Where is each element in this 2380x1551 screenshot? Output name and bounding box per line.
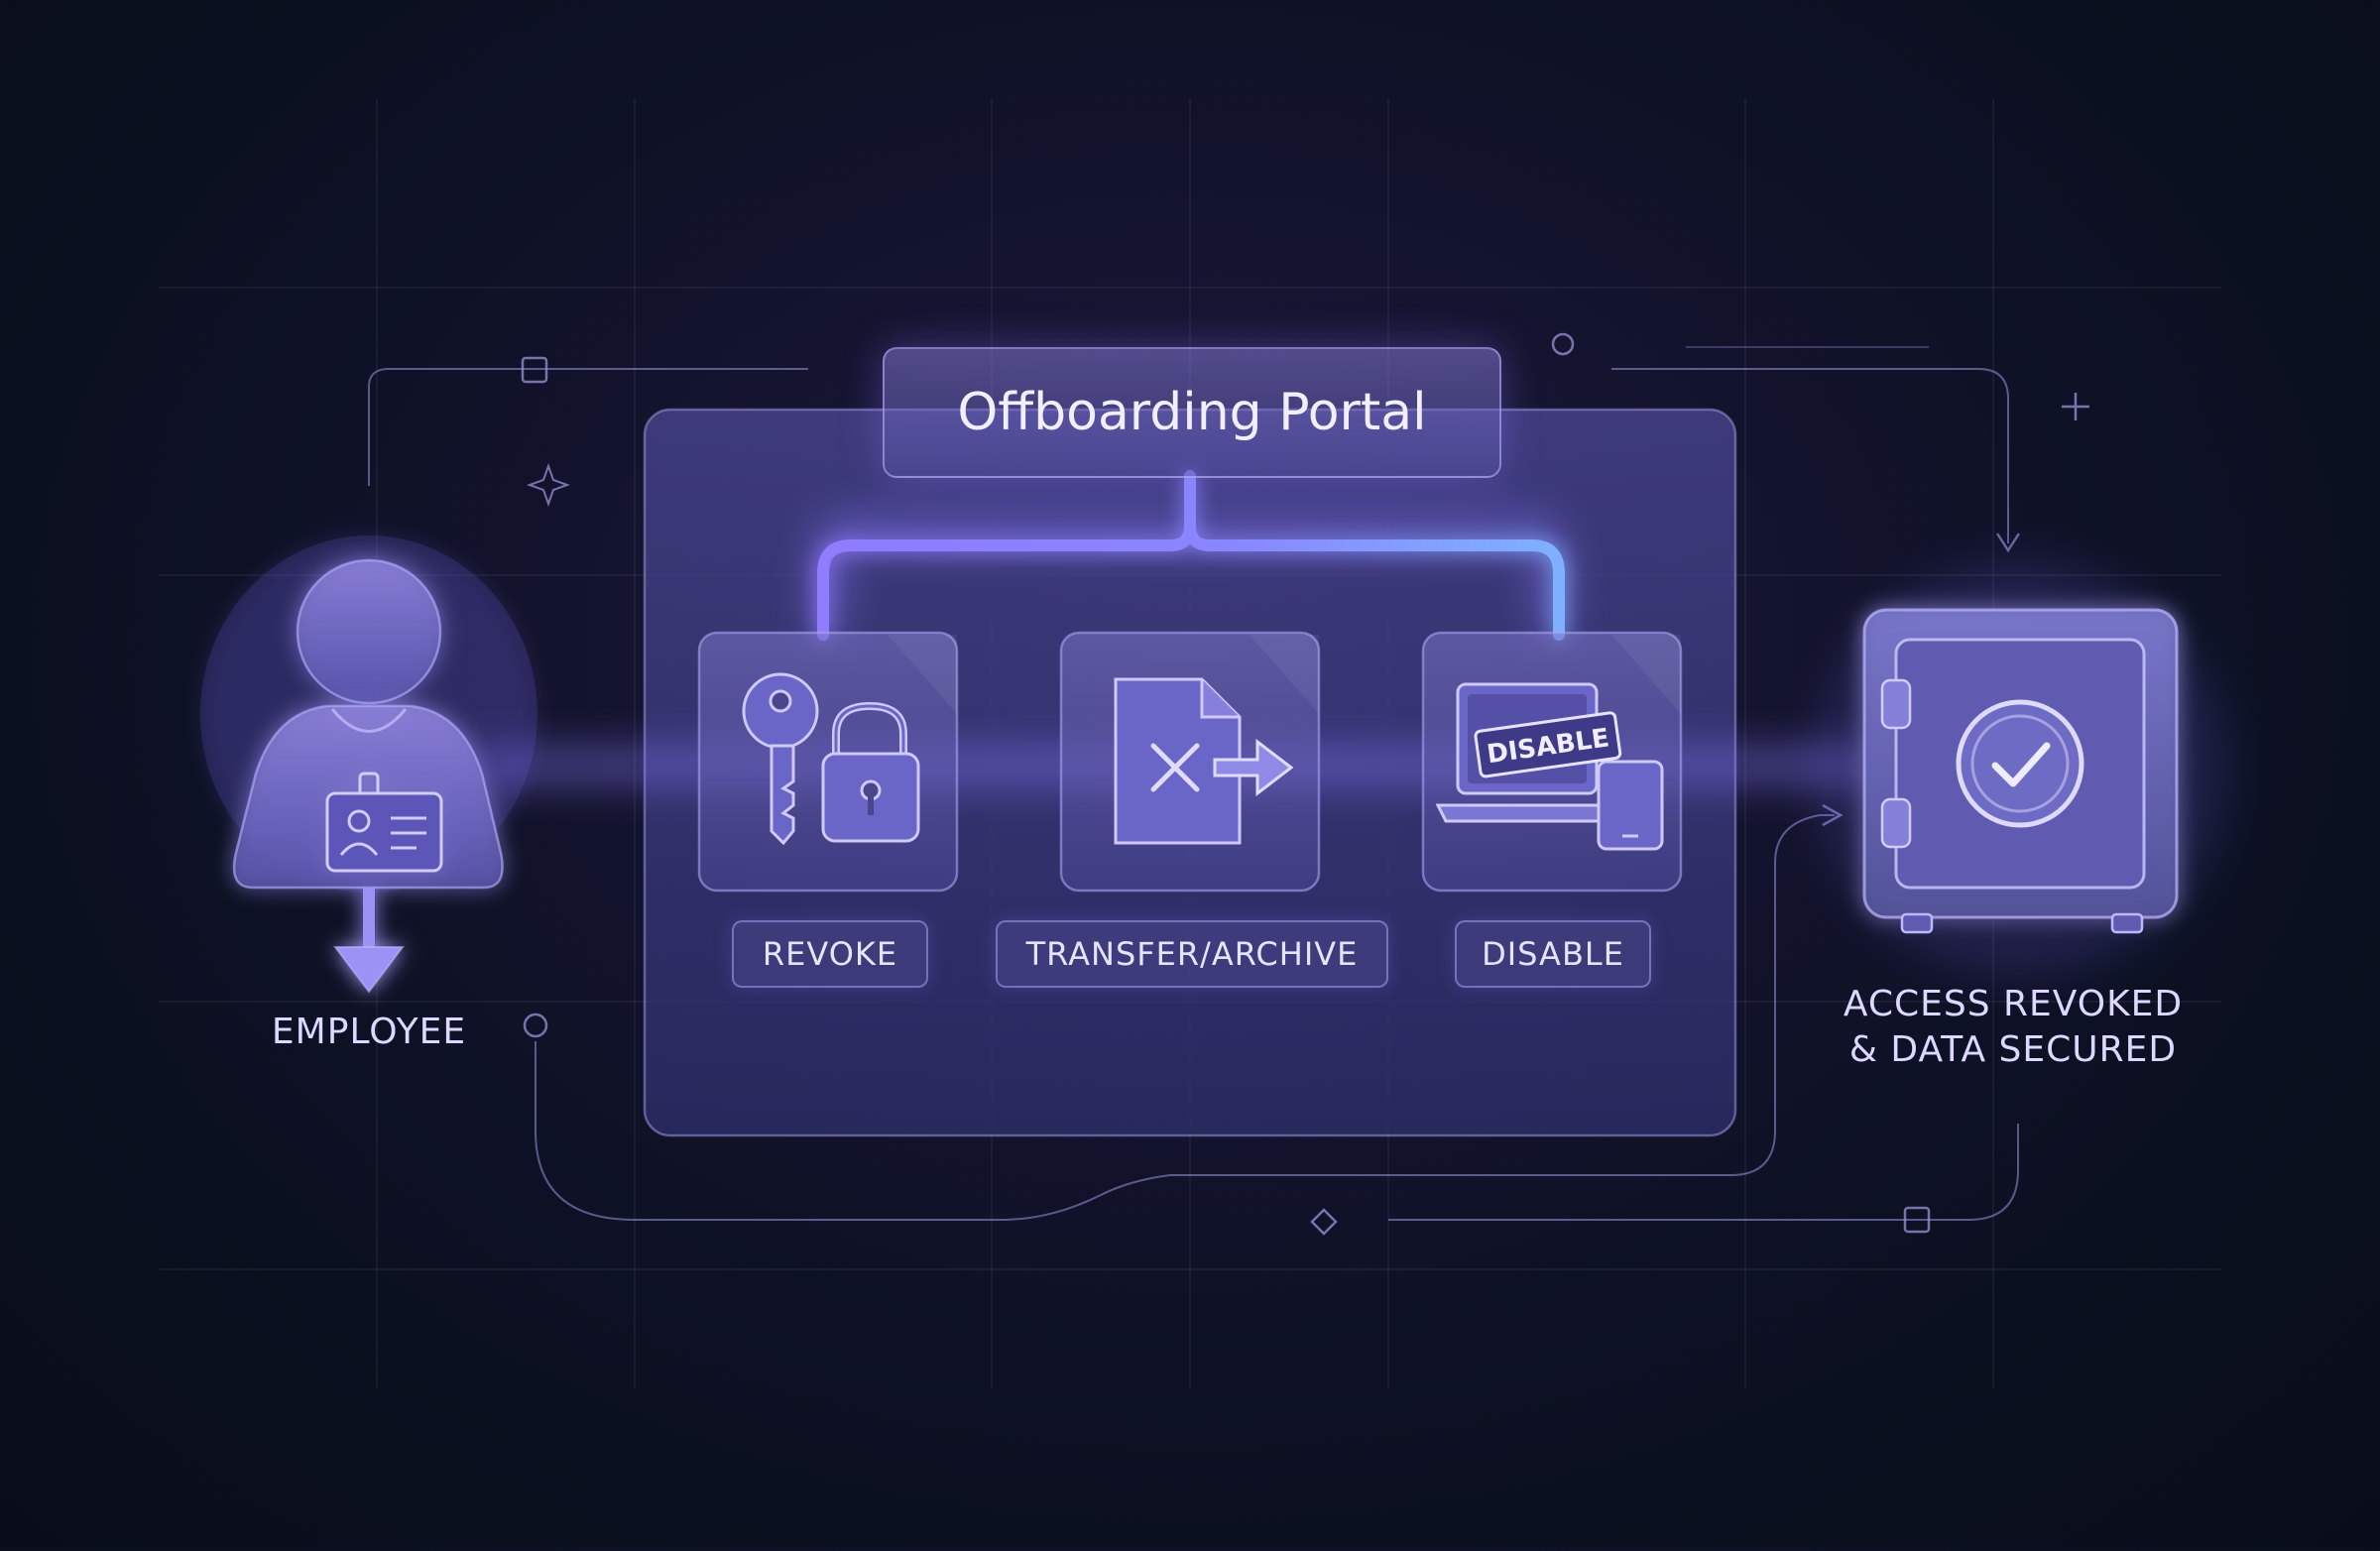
result-label-line1: ACCESS REVOKED [1843,984,2184,1024]
disable-stamp: DISABLE [1474,711,1622,778]
result-label-line2: & DATA SECURED [1848,1029,2178,1070]
employee-label: EMPLOYEE [271,1012,467,1052]
portal-title: Offboarding Portal [883,347,1501,478]
result-label: ACCESS REVOKED & DATA SECURED [1785,982,2241,1073]
decorative-markers [521,332,2089,1236]
step-card-disable: DISABLE [1421,631,1683,893]
step-label-disable: DISABLE [1455,920,1651,988]
down-arrow-icon [332,888,406,994]
key-lock-icon [742,672,920,846]
title-branch-connector [817,470,1565,641]
devices-disable-icon: DISABLE [1435,682,1664,851]
check-circle-icon [1956,699,2084,828]
step-label-transfer-archive: TRANSFER/ARCHIVE [996,920,1388,988]
id-badge-icon [325,791,443,873]
step-label-revoke: REVOKE [732,920,928,988]
file-transfer-icon [1114,677,1294,845]
employee-figure [200,536,537,994]
step-card-revoke [697,631,959,893]
employee-head [296,558,442,705]
secure-safe [1812,560,2228,977]
decorative-connectors [368,346,2019,1221]
step-card-transfer [1059,631,1321,893]
